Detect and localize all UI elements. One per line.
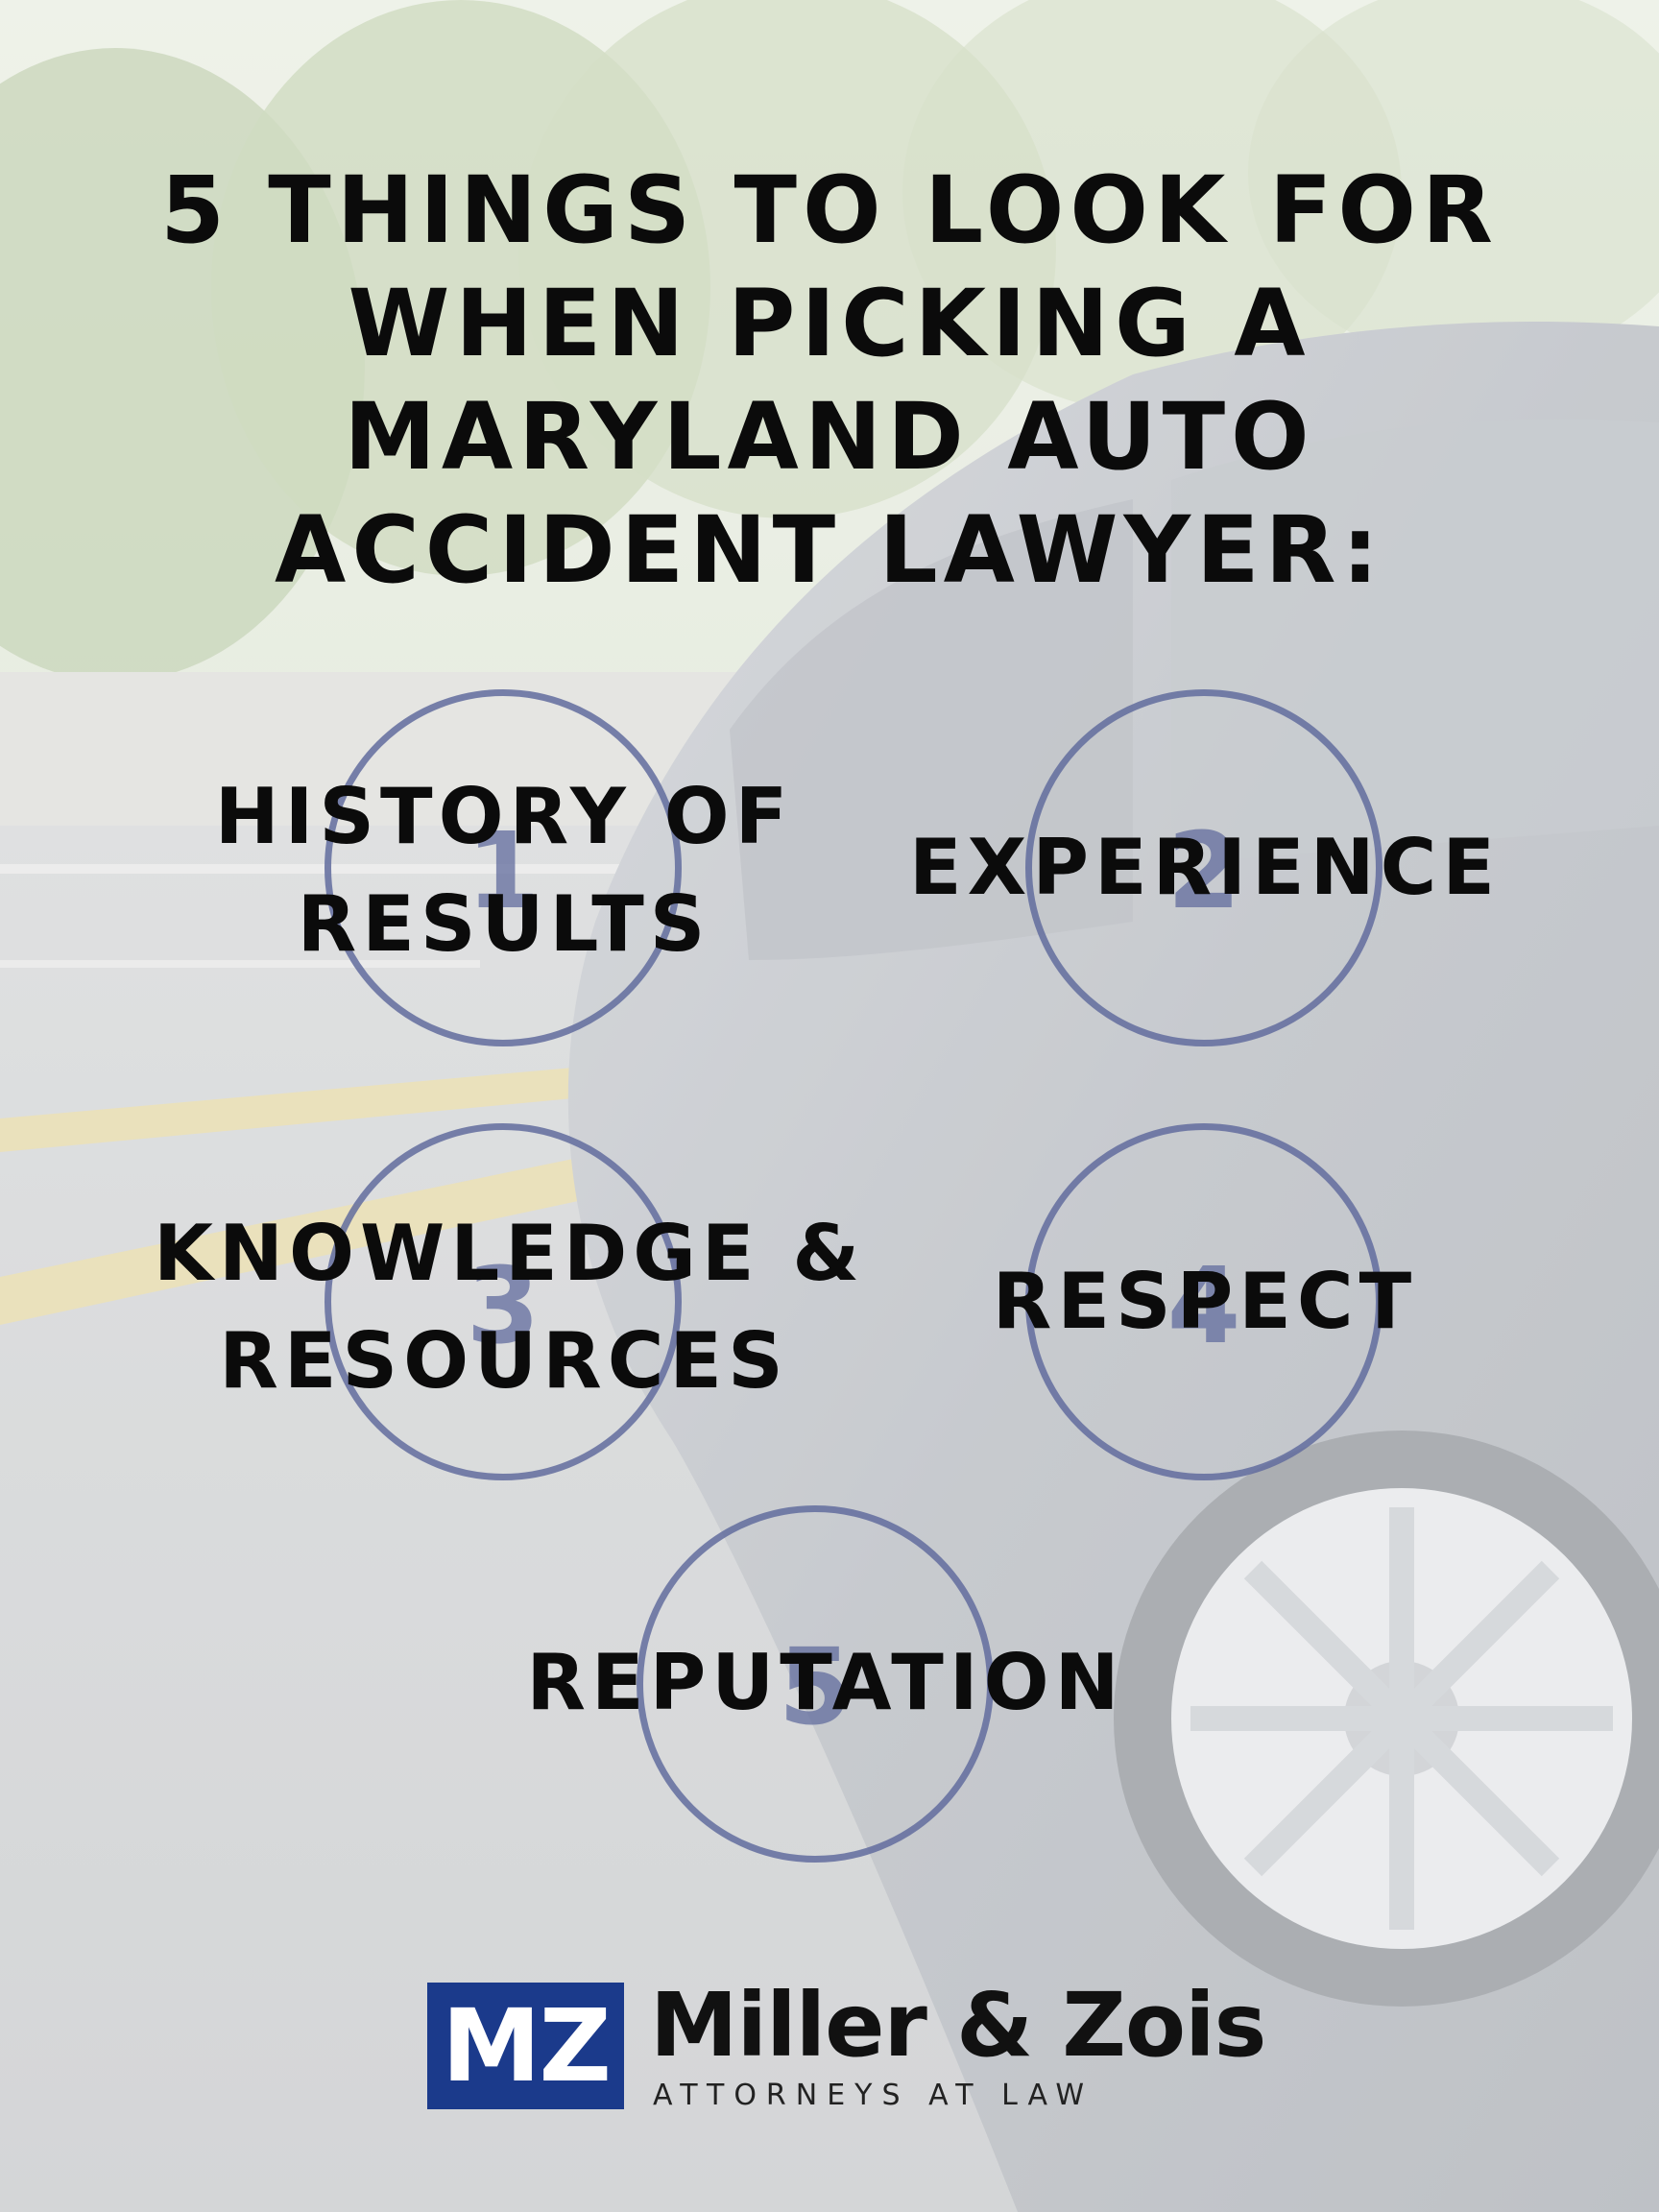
- firm-name: Miller & Zois: [650, 1974, 1266, 2077]
- title-line: ACCIDENT LAWYER:: [275, 496, 1384, 604]
- item-number: 1: [466, 809, 541, 932]
- item-label: REPUTATION: [461, 1629, 1190, 1737]
- item-label: KNOWLEDGE & RESOURCES: [154, 1200, 866, 1415]
- number-ring: [1025, 689, 1382, 1046]
- title-line: WHEN PICKING A: [348, 270, 1311, 377]
- item-number: 2: [1166, 809, 1241, 932]
- firm-tagline: ATTORNEYS AT LAW: [653, 2079, 1094, 2112]
- title-line: MARYLAND AUTO: [344, 383, 1315, 491]
- number-ring: [1025, 1123, 1382, 1480]
- item-label-line: RESULTS: [297, 879, 711, 969]
- item-label-line: RESOURCES: [219, 1316, 789, 1406]
- item-label-line: HISTORY OF: [214, 772, 794, 861]
- item-number: 5: [778, 1625, 853, 1748]
- item-label: EXPERIENCE: [893, 814, 1517, 922]
- item-label-line: RESPECT: [992, 1257, 1418, 1346]
- mz-logo-mark: MZ: [427, 1983, 624, 2109]
- number-ring: [637, 1505, 994, 1863]
- item-label: HISTORY OF RESULTS: [192, 763, 816, 978]
- number-ring: [325, 1123, 682, 1480]
- title-line: 5 THINGS TO LOOK FOR: [160, 156, 1499, 264]
- item-label-line: EXPERIENCE: [909, 823, 1501, 912]
- number-ring: [325, 689, 682, 1046]
- item-number: 4: [1166, 1244, 1241, 1367]
- item-label-line: REPUTATION: [526, 1638, 1125, 1727]
- item-number: 3: [466, 1244, 541, 1367]
- infographic-title: 5 THINGS TO LOOK FOR WHEN PICKING A MARY…: [0, 154, 1659, 607]
- miller-zois-logo: MZ Miller & Zois ATTORNEYS AT LAW: [427, 1974, 1266, 2112]
- item-label-line: KNOWLEDGE &: [154, 1209, 866, 1298]
- item-label: RESPECT: [893, 1248, 1517, 1356]
